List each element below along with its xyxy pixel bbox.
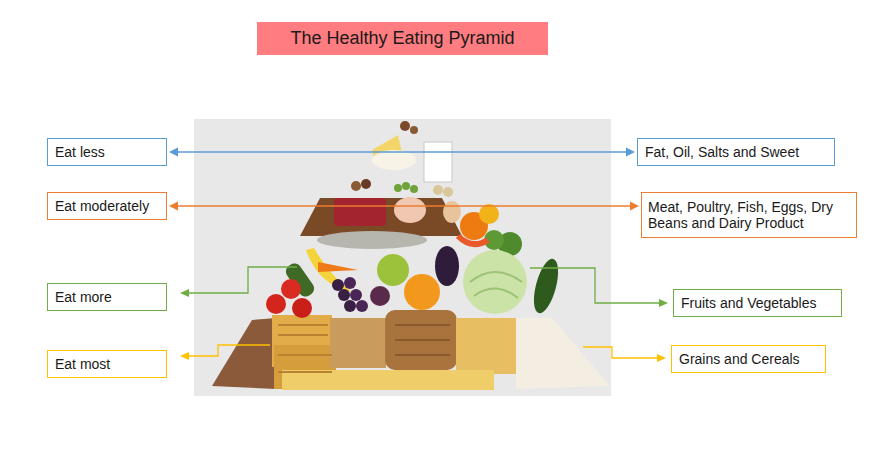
title-box: The Healthy Eating Pyramid <box>257 22 548 55</box>
arrowhead <box>626 148 635 157</box>
cabbage <box>463 250 527 314</box>
tomato <box>292 298 312 318</box>
broccoli <box>498 232 522 256</box>
label-text: Eat less <box>55 144 159 160</box>
connector-line <box>177 151 627 152</box>
photo-background <box>194 119 611 396</box>
label-box: Eat more <box>47 283 167 311</box>
green-leader-left <box>180 267 297 297</box>
rice <box>516 318 610 389</box>
title-text: The Healthy Eating Pyramid <box>290 28 514 48</box>
connector <box>169 202 639 211</box>
broccoli <box>484 230 504 250</box>
leader-line <box>583 347 658 358</box>
cabbage-veins <box>470 272 522 298</box>
yellow-leader-right <box>583 347 666 362</box>
label-text: Meat, Poultry, Fish, Eggs, Dry Beans and… <box>648 199 850 231</box>
grape <box>350 289 362 301</box>
cutting-board <box>300 198 462 236</box>
label-text: Eat most <box>55 356 159 372</box>
bean <box>351 181 361 191</box>
shrimp <box>458 236 488 244</box>
arrowhead <box>630 202 639 211</box>
grape <box>356 300 368 312</box>
green-leader-right <box>530 268 668 307</box>
milk-glass <box>424 142 452 182</box>
flaxseed <box>212 318 276 389</box>
bread-loaf <box>385 310 457 370</box>
arrowhead <box>169 202 178 211</box>
penne-pasta <box>456 318 516 374</box>
arrowhead <box>659 299 668 307</box>
yellow-leader-left <box>180 345 270 360</box>
arrowhead <box>180 289 189 297</box>
fusilli-pasta <box>274 345 336 389</box>
tomato <box>281 279 301 299</box>
label-box: Eat most <box>47 350 167 378</box>
grains-layer <box>212 310 610 390</box>
carrot <box>318 262 358 272</box>
banana <box>306 248 352 292</box>
grape <box>344 300 356 312</box>
label-text: Fat, Oil, Salts and Sweet <box>645 144 827 160</box>
eggplant <box>435 246 459 286</box>
zucchini <box>529 256 563 315</box>
grape <box>344 277 356 289</box>
egg <box>443 201 461 223</box>
red-meat <box>334 198 386 226</box>
arrowhead <box>657 354 666 362</box>
pepper <box>479 204 499 224</box>
arrowhead <box>169 148 178 157</box>
orange <box>404 274 440 310</box>
grape <box>338 289 350 301</box>
pea <box>402 182 410 190</box>
label-box: Fruits and Vegetables <box>673 289 842 317</box>
fruit-vegetable-layer <box>266 230 563 318</box>
fish <box>317 231 427 249</box>
label-box: Eat less <box>47 138 167 166</box>
pepper <box>460 212 488 240</box>
label-text: Eat more <box>55 289 159 305</box>
fusilli-pasta <box>272 315 332 367</box>
nut <box>400 121 410 131</box>
label-box: Grains and Cereals <box>671 345 826 373</box>
top-layer <box>351 121 453 197</box>
leader-line <box>188 345 270 356</box>
nut <box>410 126 418 134</box>
protein-layer <box>300 197 499 249</box>
spaghetti <box>282 370 494 390</box>
connector-line <box>177 205 631 206</box>
bean <box>361 179 371 189</box>
chicken-drumstick <box>394 197 426 223</box>
leader-line <box>188 267 297 293</box>
pea <box>410 185 418 193</box>
connector <box>169 148 635 157</box>
pasta-texture <box>278 325 332 372</box>
cheese <box>372 135 404 166</box>
label-box: Meat, Poultry, Fish, Eggs, Dry Beans and… <box>641 192 857 238</box>
grape <box>332 279 344 291</box>
label-box: Fat, Oil, Salts and Sweet <box>637 138 835 166</box>
leader-line <box>530 268 660 303</box>
tomato <box>266 294 286 314</box>
crackers <box>330 318 386 368</box>
bean <box>443 187 453 197</box>
cottage-cheese <box>372 150 416 170</box>
label-text: Grains and Cereals <box>679 351 818 367</box>
plum <box>370 286 390 306</box>
pea <box>394 184 402 192</box>
bread-texture <box>395 325 450 355</box>
apple <box>377 254 409 286</box>
bean <box>433 185 443 195</box>
label-text: Eat moderately <box>55 198 159 214</box>
label-box: Eat moderately <box>47 192 167 220</box>
cucumber <box>283 261 317 300</box>
arrowhead <box>180 352 189 360</box>
label-text: Fruits and Vegetables <box>681 295 834 311</box>
